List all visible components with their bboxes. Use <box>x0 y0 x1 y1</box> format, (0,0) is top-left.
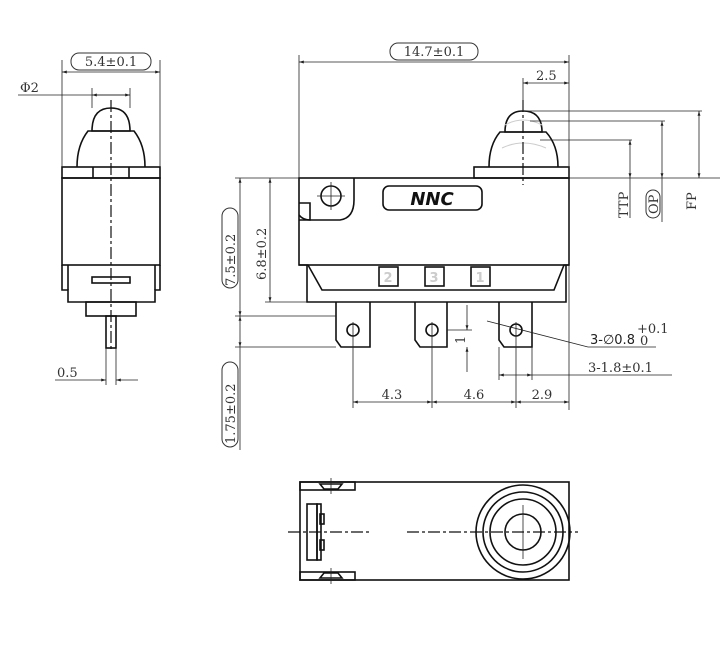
side-width-dim: 5.4±0.1 <box>85 55 137 70</box>
inner-height-dim: 6.8±0.2 <box>255 228 270 280</box>
pitch-3-dim: 2.9 <box>532 388 553 403</box>
pitch-2-dim: 4.6 <box>464 388 485 403</box>
hole-tolerance-upper: +0.1 <box>637 322 669 337</box>
fp-label: FP <box>685 192 700 210</box>
front-view: NNC 2 3 1 14.7±0.1 2.5 <box>221 42 720 450</box>
outer-height-dim: 7.5±0.2 <box>224 234 239 286</box>
pitch-1-dim: 4.3 <box>382 388 403 403</box>
side-view: 5.4±0.1 Φ2 0.5 <box>18 52 161 385</box>
brand-logo: NNC <box>410 189 454 210</box>
terminal-width-dim: 3-1.8±0.1 <box>588 361 653 376</box>
pin-thickness-dim: 0.5 <box>57 366 78 381</box>
op-label: OP <box>647 194 662 214</box>
terminal-label-2: 2 <box>383 271 392 286</box>
terminals <box>335 302 533 348</box>
plunger-diameter-dim: Φ2 <box>20 81 39 96</box>
plunger-offset-dim: 2.5 <box>536 69 557 84</box>
hole-diameter-dim: 3-∅0.8 <box>590 333 635 348</box>
terminal-label-3: 3 <box>429 271 438 286</box>
length-dim: 14.7±0.1 <box>404 45 465 60</box>
terminal-label-1: 1 <box>475 271 484 286</box>
terminal-number-labels: 2 3 1 <box>378 266 491 287</box>
terminal-length-dim: 1.75±0.2 <box>224 383 239 444</box>
brand-logo-box <box>382 185 483 211</box>
hole-tolerance-lower: 0 <box>640 334 648 349</box>
ttp-label: TTP <box>617 191 632 218</box>
bottom-view <box>288 478 578 584</box>
hole-offset-dim: 1 <box>454 336 469 344</box>
